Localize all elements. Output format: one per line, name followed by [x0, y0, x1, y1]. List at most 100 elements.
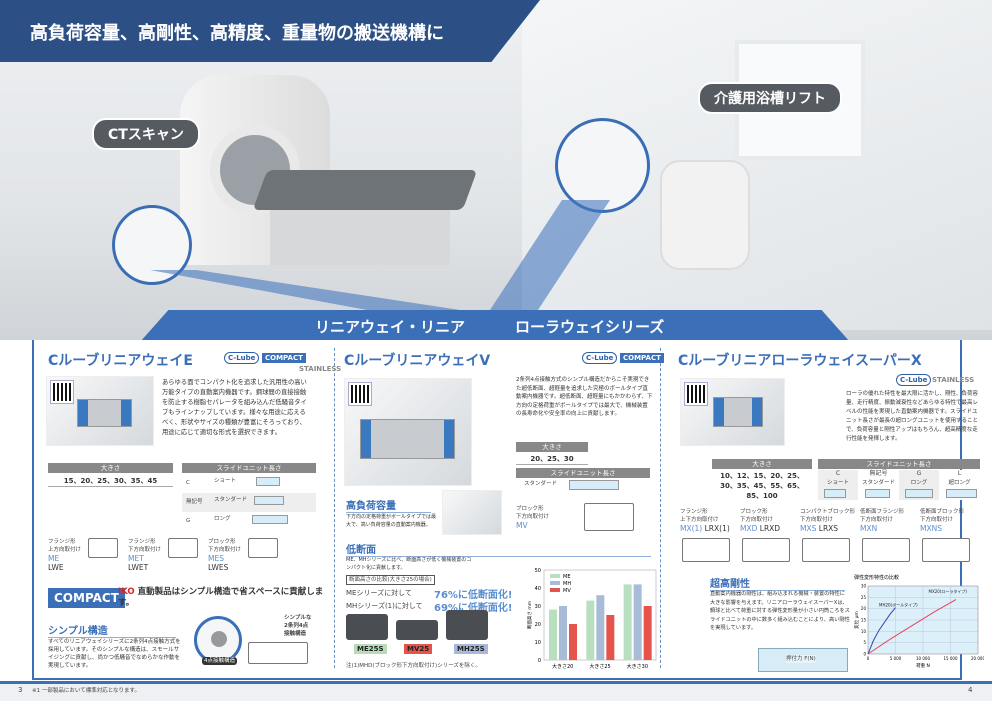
- model-row: MXN: [860, 524, 877, 533]
- y-axis-label: 断面高さ mm: [526, 601, 533, 629]
- contact-label: 4点接触構造: [202, 657, 237, 665]
- length-code: 無記号: [186, 499, 203, 505]
- product-photo-me: [46, 376, 154, 446]
- length-header: スライドユニット長さ: [818, 459, 980, 469]
- col2-title: CルーブリニアウェイV: [344, 353, 491, 369]
- y-tick-label: 15: [861, 618, 867, 623]
- section-drawing: [396, 620, 438, 640]
- ct-bed: [252, 170, 478, 210]
- type-drawing: [168, 538, 198, 558]
- length-name: ロング: [214, 516, 231, 522]
- col1-description: あらゆる面でコンパクト化を追求した汎用性の高い万能タイプの直動案内機器です。鋼球…: [162, 379, 307, 436]
- simple-structure-drawing: [248, 642, 308, 664]
- compact-logo: COMPACT: [620, 353, 664, 363]
- legend-swatch: [550, 588, 560, 592]
- model-mv: MV: [516, 521, 528, 530]
- bar-mv: [643, 606, 652, 660]
- compact-logo: COMPACT: [262, 353, 306, 363]
- compact-message-text: 直動製品はシンプル構造で省スペースに貢献します。: [118, 587, 324, 608]
- y-tick-label: 20: [535, 622, 541, 628]
- length-name: ショート: [214, 478, 237, 484]
- length-drawing: [252, 515, 288, 524]
- divider: [334, 348, 335, 668]
- bar-mh: [633, 584, 642, 660]
- compare-label: 断面高さの比較(大きさ25の場合): [346, 575, 435, 585]
- mv-drawing: [584, 503, 634, 531]
- model-me: ME: [48, 554, 60, 563]
- x-tick-label: 大きさ25: [589, 663, 610, 670]
- length-drawing: [945, 489, 977, 498]
- type-drawing: [248, 538, 278, 558]
- divider: [660, 348, 661, 668]
- me-comparison: MEシリーズに対して: [346, 589, 412, 597]
- simple-title: シンプル構造: [48, 622, 176, 638]
- y-tick-label: 0: [863, 652, 866, 657]
- size-header: 大きさ: [712, 459, 812, 469]
- type-label: ブロック形 下方向取付け: [208, 539, 242, 553]
- lift-label: 介護用浴槽リフト: [698, 82, 842, 114]
- x-tick-label: 大きさ20: [552, 663, 573, 670]
- page-number-right: 4: [968, 686, 973, 694]
- col3-title: CルーブリニアローラウェイスーパーX: [678, 353, 922, 369]
- type-drawing: [742, 538, 790, 562]
- length-code: L: [957, 470, 962, 477]
- lift-chair: [660, 160, 750, 270]
- x-tick-label: 10 000: [916, 656, 930, 661]
- footnote: 注(1)MHD(ブロック形下方向取付け)シリーズを除く。: [346, 663, 481, 669]
- legend-label: MH: [563, 581, 571, 587]
- model-mx1: MX(1): [680, 524, 703, 533]
- product-photo-mx: [680, 378, 785, 446]
- mh-percent: 69%に低断面化!: [434, 603, 513, 614]
- length-code: C: [186, 480, 190, 486]
- type-label: 低断面ブロック形 下方向取付け: [920, 509, 965, 523]
- y-tick-label: 50: [535, 568, 541, 574]
- iko-logo: IKO: [118, 587, 135, 597]
- clube-logo: C-Lube: [896, 374, 932, 386]
- section-drawing: [346, 614, 388, 640]
- length-code: 無記号: [869, 470, 888, 477]
- low-profile-description: ME、MHシリーズに比べ、断面高さが低く機械装置のコンパクト化に貢献します。: [346, 557, 472, 571]
- compact-message: IKO 直動製品はシンプル構造で省スペースに貢献します。: [118, 587, 328, 609]
- y-tick-label: 10: [861, 629, 867, 634]
- model-row: MXNS: [920, 524, 942, 533]
- model-mxs: MXS: [800, 524, 817, 533]
- model-lrx1: LRX(1): [704, 524, 730, 533]
- footer: 3 ※1 一部製品において標準対応となります。 4: [0, 681, 992, 701]
- section-label: MH25S: [454, 644, 488, 654]
- model-row: MXS LRXS: [800, 524, 838, 533]
- length-header: スライドユニット長さ: [182, 463, 316, 473]
- series-line: [867, 607, 896, 655]
- load-illustration: [442, 490, 502, 535]
- page-title-band: [0, 0, 540, 62]
- mh-comparison: MHシリーズ(1)に対して: [346, 602, 423, 610]
- size-header: 大きさ: [516, 442, 588, 452]
- length-name: スタンダード: [861, 480, 895, 486]
- length-drawing: [256, 477, 280, 486]
- series-band: リニアウェイ・リニア ローラウェイシリーズ: [140, 310, 850, 342]
- legend-label: ME: [563, 574, 570, 580]
- length-standard: スタンダード: [524, 481, 558, 487]
- callout-beam: [150, 270, 460, 310]
- length-drawing: [569, 480, 619, 490]
- series-label: MH20(ボールタイプ): [879, 601, 918, 607]
- type-label: フランジ形 下方向取付け: [128, 539, 162, 553]
- type-label: ブロック形 下方向取付け: [740, 509, 774, 523]
- y-tick-label: 30: [861, 584, 867, 589]
- type-label: フランジ形 上方向取付け: [48, 539, 82, 553]
- load-description: 下方向の定格荷重がボールタイプでは最大で、高い負荷容量の直動案内機器。: [346, 514, 437, 528]
- type-label: コンパクトブロック形 下方向取付け: [800, 509, 856, 523]
- lift-detail-circle: [555, 118, 650, 213]
- legend-label: MV: [563, 588, 571, 594]
- low-profile-title: 低断面: [346, 541, 651, 557]
- size-values: 15、20、25、30、35、45: [48, 476, 173, 487]
- model-row: MXD LRXD: [740, 524, 780, 533]
- compact-logo-large: COMPACT: [48, 588, 125, 608]
- section-label: MV25: [404, 644, 433, 654]
- y-tick-label: 40: [535, 586, 541, 592]
- type-label: 低断面フランジ形 下方向取付け: [860, 509, 905, 523]
- simple-description: すべてのリニアウェイシリーズに2条列4点接触方式を採用しています。そのシンプルな…: [48, 639, 181, 669]
- series-right: ローラウェイシリーズ: [515, 318, 665, 336]
- model-met: MET: [128, 554, 144, 563]
- type-drawing: [802, 538, 850, 562]
- series-label: MX20(ローラタイプ): [929, 588, 968, 594]
